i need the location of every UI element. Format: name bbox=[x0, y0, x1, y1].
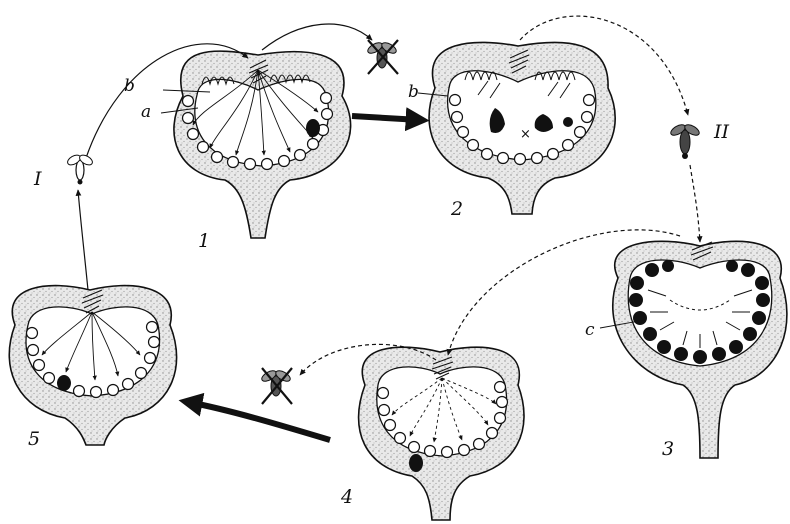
arrow-fig1-to-fig2 bbox=[352, 116, 420, 120]
fig1-vessel bbox=[174, 51, 351, 238]
arrow-fig5-to-insect-I bbox=[78, 190, 88, 290]
label-c-fig3: c bbox=[585, 322, 595, 339]
fig4-dark-ovary bbox=[409, 454, 423, 472]
label-stage-3: 3 bbox=[662, 440, 674, 459]
label-stage-1: 1 bbox=[198, 232, 210, 251]
label-insect-I: I bbox=[34, 170, 42, 189]
insect-I-icon bbox=[66, 153, 94, 184]
arrow-fig4-to-fig5 bbox=[188, 402, 330, 440]
insect-II-icon bbox=[669, 123, 701, 159]
fig4-vessel bbox=[359, 347, 524, 520]
fig2-vessel: × bbox=[429, 42, 615, 214]
label-stage-5: 5 bbox=[28, 430, 40, 449]
fig2-cross-sign: × bbox=[520, 127, 531, 142]
fig3-vessel bbox=[613, 241, 787, 458]
label-stage-2: 2 bbox=[451, 200, 463, 219]
label-b-fig2: b bbox=[408, 84, 419, 101]
arrow-fig1-to-wasp-out bbox=[262, 24, 372, 50]
label-b-fig1: b bbox=[124, 78, 135, 95]
fig5-dark-ovary bbox=[57, 375, 71, 391]
fig5-vessel bbox=[9, 286, 176, 445]
fig1-dark-ovary bbox=[306, 119, 320, 137]
arrow-insect-II-to-fig3 bbox=[690, 165, 700, 242]
dead-wasp-bottom-icon bbox=[260, 368, 292, 404]
dead-wasp-top-icon bbox=[366, 40, 398, 74]
label-insect-II: II bbox=[714, 123, 729, 142]
label-stage-4: 4 bbox=[341, 488, 353, 507]
label-a-fig1: a bbox=[141, 104, 151, 121]
